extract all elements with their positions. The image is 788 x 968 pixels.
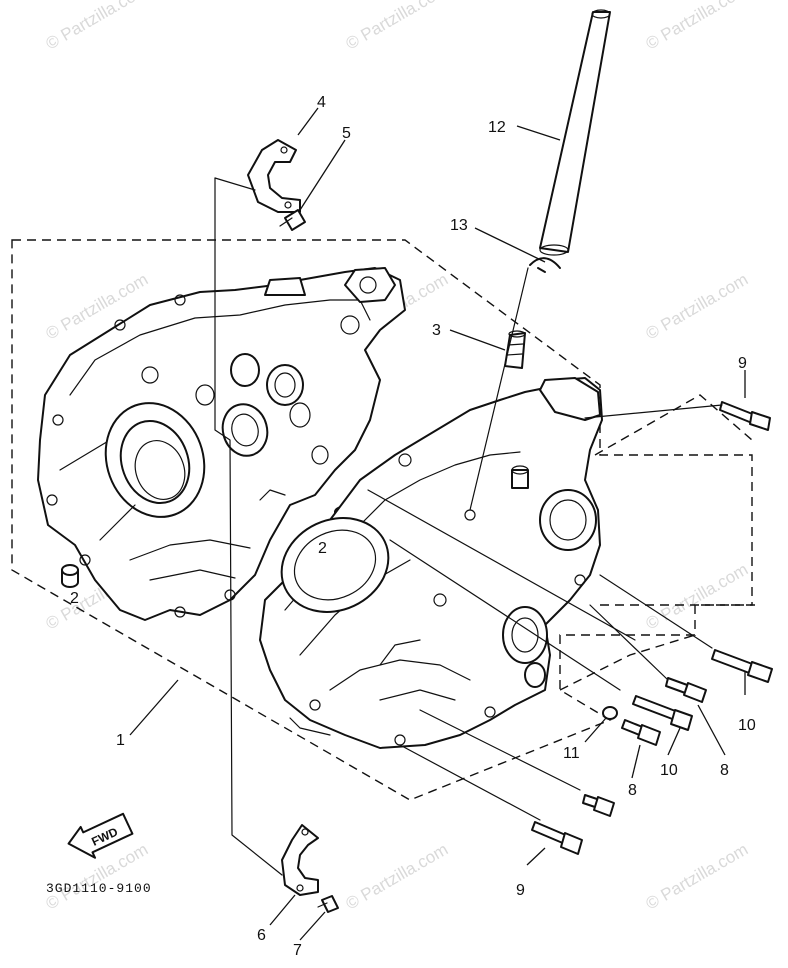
callout-8: 8 bbox=[628, 782, 637, 799]
washer-11 bbox=[602, 706, 618, 720]
watermark: © Partzilla.com bbox=[43, 0, 152, 53]
diagram-code: 3GD1110-9100 bbox=[46, 881, 152, 896]
bolt-5 bbox=[279, 209, 306, 231]
callout-1: 1 bbox=[116, 732, 125, 749]
callout-3: 3 bbox=[432, 322, 441, 339]
callout-5: 5 bbox=[342, 125, 351, 142]
bolt-group-boundary bbox=[559, 394, 755, 691]
hose-clip bbox=[529, 257, 561, 273]
bolt-8-lower bbox=[582, 794, 615, 817]
watermark: © Partzilla.com bbox=[643, 270, 752, 344]
bolt-7 bbox=[317, 895, 339, 913]
bolt-8-right bbox=[665, 677, 707, 703]
callout-12: 12 bbox=[488, 119, 506, 136]
callout-4: 4 bbox=[317, 94, 326, 111]
callout-10: 10 bbox=[660, 762, 678, 779]
callout-7: 7 bbox=[293, 942, 302, 959]
callout-9: 9 bbox=[738, 355, 747, 372]
breather-hose bbox=[539, 9, 611, 256]
right-crankcase-half bbox=[259, 377, 603, 749]
bolt-9-upper bbox=[719, 401, 771, 431]
callout-labels: 1 2 2 3 4 5 6 7 8 8 9 9 10 10 11 12 13 bbox=[70, 94, 756, 959]
lower-bracket-plate bbox=[281, 824, 319, 896]
callout-2: 2 bbox=[70, 590, 79, 607]
watermark: © Partzilla.com bbox=[643, 0, 752, 53]
watermark: © Partzilla.com bbox=[643, 840, 752, 914]
bolt-10-center bbox=[632, 695, 693, 731]
watermark: © Partzilla.com bbox=[343, 0, 452, 53]
upper-bracket-plate bbox=[247, 139, 301, 213]
callout-13: 13 bbox=[450, 217, 468, 234]
callout-10: 10 bbox=[738, 717, 756, 734]
bolt-8-center bbox=[621, 719, 661, 746]
leader-lines bbox=[129, 107, 746, 941]
callout-6: 6 bbox=[257, 927, 266, 944]
bolt-9-lower bbox=[531, 821, 583, 855]
left-crankcase-half bbox=[37, 267, 406, 621]
watermark: © Partzilla.com bbox=[343, 840, 452, 914]
callout-2: 2 bbox=[318, 540, 327, 557]
callout-11: 11 bbox=[563, 745, 580, 762]
watermark: © Partzilla.com bbox=[643, 560, 752, 634]
bolt-10-right bbox=[711, 649, 773, 683]
callout-8: 8 bbox=[720, 762, 729, 779]
callout-9: 9 bbox=[516, 882, 525, 899]
